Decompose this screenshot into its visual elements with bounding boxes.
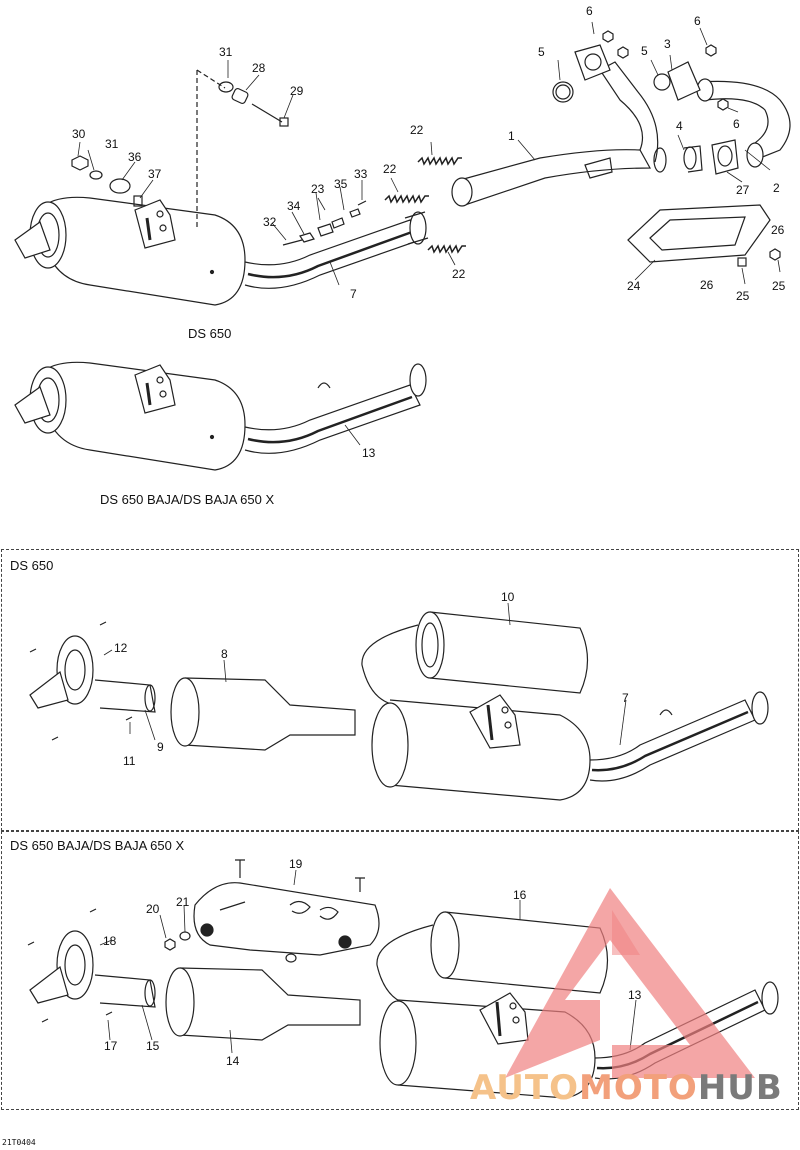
callout: 20 <box>146 902 160 916</box>
callout: 5 <box>641 44 648 58</box>
watermark-moto: MOTO <box>578 1068 698 1108</box>
callout: 13 <box>628 988 642 1002</box>
s1-inner-tube-8 <box>170 677 356 751</box>
callout: 2 <box>773 181 780 195</box>
callout: 37 <box>148 167 162 181</box>
callout: 6 <box>586 4 593 18</box>
callout: 36 <box>128 150 142 164</box>
callout: 3 <box>664 37 671 51</box>
callout: 32 <box>263 215 277 229</box>
s2-inner-tube-14 <box>165 967 361 1041</box>
callout: 30 <box>72 127 86 141</box>
flanges-3-5-6 <box>552 30 729 111</box>
callout: 24 <box>627 279 641 293</box>
callout: 22 <box>383 162 397 176</box>
callout: 22 <box>452 267 466 281</box>
springs-22 <box>384 156 466 254</box>
s2-guard-19 <box>193 859 380 956</box>
callout: 14 <box>226 1054 240 1068</box>
header-pipe-1 <box>451 61 667 207</box>
section-ds650: DS 650 <box>1 549 799 831</box>
callout: 15 <box>146 1039 160 1053</box>
s1-end-cap-9 <box>29 621 156 741</box>
callout: 12 <box>114 641 128 655</box>
callout: 27 <box>736 183 750 197</box>
callout: 31 <box>219 45 233 59</box>
pipe-13 <box>244 363 427 454</box>
callout: 9 <box>157 740 164 754</box>
watermark-auto: AUTO <box>470 1068 579 1108</box>
watermark-hub: HUB <box>697 1068 783 1108</box>
callout: 18 <box>103 934 117 948</box>
callout: 13 <box>362 446 376 460</box>
s1-shell-10 <box>361 611 589 706</box>
gaskets-4-27 <box>683 139 739 175</box>
callout: 19 <box>289 857 303 871</box>
callout: 16 <box>513 888 527 902</box>
muffler-baja <box>14 361 246 471</box>
muffler-ds650 <box>14 196 246 306</box>
s2-end-cap-15 <box>27 908 156 1023</box>
s1-muffler-7 <box>371 691 769 801</box>
callout: 21 <box>176 895 190 909</box>
callout: 25 <box>772 279 786 293</box>
callout: 33 <box>354 167 368 181</box>
callout: 28 <box>252 61 266 75</box>
callout: 6 <box>733 117 740 131</box>
watermark-text: AUTOMOTOHUB <box>470 1068 783 1108</box>
callout: 7 <box>622 691 629 705</box>
callout: 34 <box>287 199 301 213</box>
section-title-baja: DS 650 BAJA/DS BAJA 650 X <box>10 838 185 853</box>
callout: 4 <box>676 119 683 133</box>
callout: 26 <box>700 278 714 292</box>
callout: 35 <box>334 177 348 191</box>
heat-shield-24 <box>627 204 781 267</box>
callout: 25 <box>736 289 750 303</box>
section-title-ds650: DS 650 <box>10 558 54 573</box>
section-baja: DS 650 BAJA/DS BAJA 650 X <box>1 831 799 1110</box>
model-label-ds650: DS 650 <box>188 326 232 341</box>
s2-small-washers <box>164 931 297 963</box>
drawing-code: 21T0404 <box>2 1138 36 1147</box>
callout: 31 <box>105 137 119 151</box>
callout: 26 <box>771 223 785 237</box>
hardware-top-left <box>71 81 367 246</box>
callout: 11 <box>123 754 136 768</box>
callout: 17 <box>104 1039 118 1053</box>
callout: 22 <box>410 123 424 137</box>
callout: 23 <box>311 182 325 196</box>
pipe-7 <box>244 211 429 289</box>
model-label-baja: DS 650 BAJA/DS BAJA 650 X <box>100 492 275 507</box>
callout: 7 <box>350 287 357 301</box>
callout: 8 <box>221 647 228 661</box>
callout: 10 <box>501 590 515 604</box>
callout: 29 <box>290 84 304 98</box>
callout: 5 <box>538 45 545 59</box>
callout: 1 <box>508 129 515 143</box>
callout: 6 <box>694 14 701 28</box>
